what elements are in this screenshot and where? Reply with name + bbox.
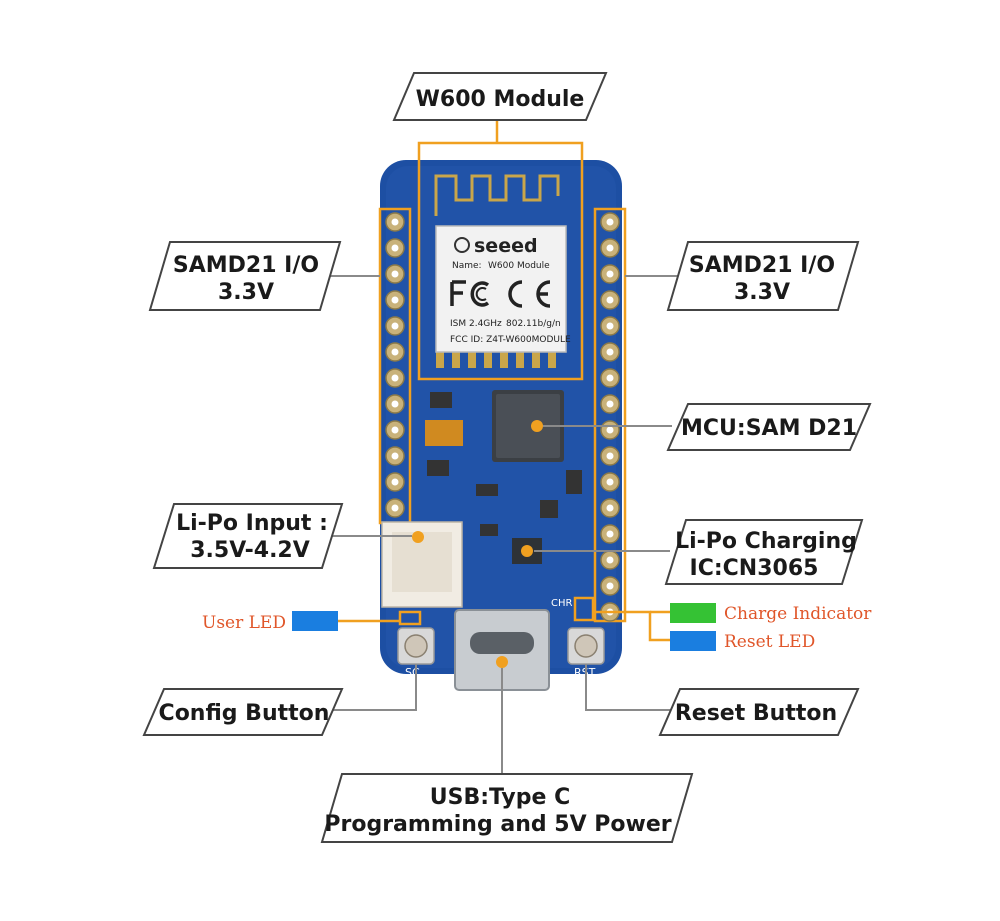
led-legend: User LED Charge Indicator Reset LED [202,603,872,652]
user-led-outline [398,610,422,626]
module-brand: seeed [474,235,538,257]
header-pad-hole [606,374,614,382]
label-lipo-charging-1: Li-Po Charging [675,529,857,554]
header-pad-hole [391,296,399,304]
header-pad-hole [391,244,399,252]
module-ism: ISM 2.4GHz [450,319,502,329]
label-lipo-charging-2: IC:CN3065 [690,556,819,581]
module-name-label: Name: [452,261,482,271]
label-mcu: MCU:SAM D21 [681,416,857,441]
callout-reset-button: Reset Button [658,688,860,736]
reset-led-label: Reset LED [724,632,815,652]
callout-mcu: MCU:SAM D21 [666,403,872,451]
silk-rst: RST [574,666,596,679]
label-lipo-input-2: 3.5V-4.2V [190,538,310,563]
header-pad-hole [606,556,614,564]
header-pad-hole [606,322,614,330]
user-led-label: User LED [202,613,286,633]
header-pad-hole [391,348,399,356]
header-pad-hole [606,296,614,304]
label-samd21-right-2: 3.3V [734,280,790,305]
callout-w600: W600 Module [392,72,608,121]
header-pad-hole [391,452,399,460]
seeed-logo-icon [454,237,470,253]
module-fcc-id: FCC ID: Z4T-W600MODULE [450,335,571,345]
callout-samd21-left: SAMD21 I/O 3.3V [148,241,342,311]
header-pad-hole [606,400,614,408]
callout-lipo-charging: Li-Po Charging IC:CN3065 [664,519,864,585]
header-pad-hole [606,270,614,278]
callout-config-button: Config Button [142,688,344,736]
charging-ic [512,538,542,564]
fcc-logo-icon [450,280,490,307]
user-led-swatch [292,611,338,631]
label-config-button: Config Button [159,701,330,726]
reset-button[interactable] [567,627,605,665]
silk-chr: CHR [551,598,573,609]
w600-module: seeed Name: W600 Module ISM 2.4GHz 802.1… [417,141,584,381]
mcu-chip [492,390,564,462]
leader-lines [330,118,680,778]
ce-mark-icon [508,280,551,308]
callout-lipo-input: Li-Po Input : 3.5V-4.2V [152,503,344,569]
header-pad-hole [606,452,614,460]
header-pad-hole [606,478,614,486]
label-samd21-left-1: SAMD21 I/O [173,253,319,278]
header-pad-hole [391,270,399,278]
charge-indicator-swatch [670,603,716,623]
lipo-connector [381,521,463,608]
silk-sc: SC [405,666,420,679]
header-pad-hole [606,218,614,226]
header-pad-hole [606,244,614,252]
header-pad-hole [606,426,614,434]
charge-indicator-label: Charge Indicator [724,604,872,624]
header-pad-hole [391,218,399,226]
module-standard: 802.11b/g/n [506,319,561,329]
header-pad-hole [391,478,399,486]
header-pad-hole [606,530,614,538]
label-usb-2: Programming and 5V Power [324,812,671,837]
chr-led-outline [573,596,595,622]
label-w600: W600 Module [416,87,585,112]
usb-c-port [454,609,550,691]
board-components [425,392,582,536]
reset-led-swatch [670,631,716,651]
header-pad-hole [391,400,399,408]
module-name-value: W600 Module [488,261,550,271]
header-pad-hole [606,348,614,356]
header-pad-hole [606,504,614,512]
label-samd21-right-1: SAMD21 I/O [689,253,835,278]
label-lipo-input-1: Li-Po Input : [176,511,328,536]
callout-samd21-right: SAMD21 I/O 3.3V [666,241,860,311]
header-pad-hole [391,374,399,382]
callout-usb: USB:Type C Programming and 5V Power [320,773,694,843]
header-pad-hole [391,322,399,330]
config-button[interactable] [397,627,435,665]
label-samd21-left-2: 3.3V [218,280,274,305]
header-pad-hole [606,582,614,590]
label-reset-button: Reset Button [675,701,837,726]
left-pin-header [378,207,412,525]
label-usb-1: USB:Type C [430,785,571,810]
right-pin-header [593,207,627,623]
header-pad-hole [391,504,399,512]
header-pad-hole [391,426,399,434]
